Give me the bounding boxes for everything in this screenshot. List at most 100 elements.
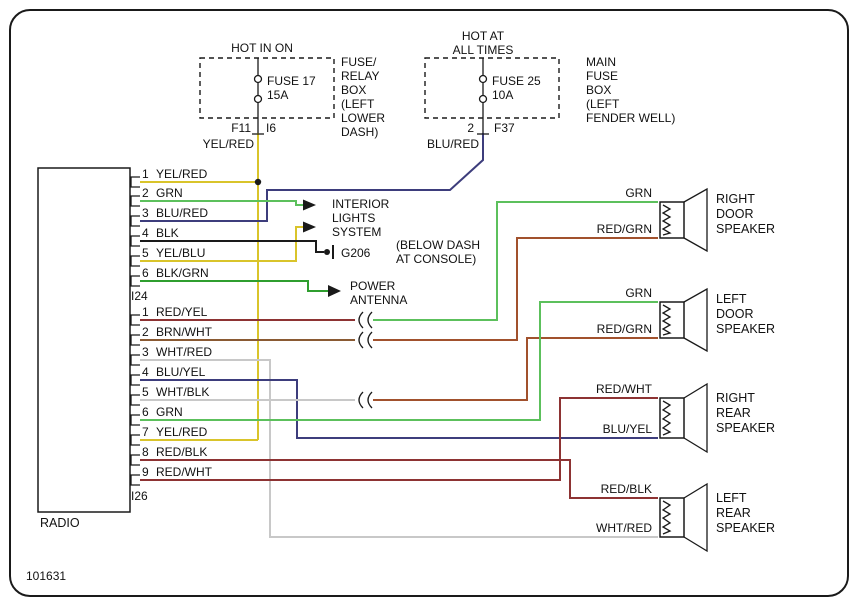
wire-color-label: BLU/RED xyxy=(427,137,479,151)
box-label-line: MAIN xyxy=(586,55,616,69)
fuse-name: FUSE 25 xyxy=(492,74,541,88)
speaker-name: DOOR xyxy=(716,307,754,321)
wire-ld-grn xyxy=(140,301,658,421)
svg-text:7: 7 xyxy=(142,425,149,439)
speaker-wire-label: RED/GRN xyxy=(597,322,652,336)
svg-text:BLK/GRN: BLK/GRN xyxy=(156,266,209,280)
svg-text:POWER: POWER xyxy=(350,279,396,293)
svg-text:SYSTEM: SYSTEM xyxy=(332,225,381,239)
svg-text:RED/BLK: RED/BLK xyxy=(156,445,207,459)
wire-blured-feed xyxy=(140,133,484,222)
hot-label: HOT AT xyxy=(462,29,505,43)
speaker-left-rear: RED/BLK WHT/RED LEFT REAR SPEAKER xyxy=(596,482,775,553)
inline-connector-icon xyxy=(358,331,373,349)
radio-pin: 1 RED/YEL xyxy=(130,305,208,326)
box-label-line: BOX xyxy=(586,83,611,97)
box-label-line: BOX xyxy=(341,83,366,97)
arrow-interior-2-icon xyxy=(303,221,316,233)
speaker-right-door: GRN RED/GRN RIGHT DOOR SPEAKER xyxy=(597,186,775,253)
svg-text:WHT/BLK: WHT/BLK xyxy=(156,385,209,399)
box-label-line: (LEFT xyxy=(341,97,375,111)
terminal-label: 2 xyxy=(467,121,474,135)
fuse-box-1: HOT IN ON FUSE 17 15A FUSE/ RELAY BOX (L… xyxy=(199,41,385,151)
speaker-coil-icon xyxy=(661,304,672,336)
box-label-line: FUSE/ xyxy=(341,55,377,69)
svg-text:6: 6 xyxy=(142,266,149,280)
svg-text:YEL/RED: YEL/RED xyxy=(156,425,208,439)
speaker-name: SPEAKER xyxy=(716,322,775,336)
speaker-name: REAR xyxy=(716,506,751,520)
svg-text:LIGHTS: LIGHTS xyxy=(332,211,375,225)
svg-text:9: 9 xyxy=(142,465,149,479)
ground-dot-icon xyxy=(324,249,330,255)
wire-blkgrn-antenna xyxy=(140,280,328,292)
speaker-name: SPEAKER xyxy=(716,222,775,236)
speaker-name: DOOR xyxy=(716,207,754,221)
box-label-line: FUSE xyxy=(586,69,618,83)
speaker-name: SPEAKER xyxy=(716,421,775,435)
speaker-coil-icon xyxy=(661,204,672,236)
arrow-antenna-icon xyxy=(328,285,341,297)
wire-ld-redgrn xyxy=(373,337,658,401)
svg-text:1: 1 xyxy=(142,305,149,319)
svg-text:1: 1 xyxy=(142,167,149,181)
svg-text:(BELOW DASH: (BELOW DASH xyxy=(396,238,480,252)
wire-color-label: YEL/RED xyxy=(203,137,255,151)
hot-label: HOT IN ON xyxy=(231,41,293,55)
speaker-cone-icon xyxy=(683,382,708,454)
radio-pin: 1 YEL/RED xyxy=(130,167,208,188)
svg-text:3: 3 xyxy=(142,345,149,359)
box-label-line: DASH) xyxy=(341,125,378,139)
svg-text:2: 2 xyxy=(142,325,149,339)
svg-text:AT CONSOLE): AT CONSOLE) xyxy=(396,252,476,266)
radio-pin: 7 YEL/RED xyxy=(130,425,208,446)
connector-id: I26 xyxy=(131,489,148,503)
wire-lr-redblk xyxy=(140,459,658,499)
hot-label: ALL TIMES xyxy=(453,43,514,57)
svg-text:BLU/RED: BLU/RED xyxy=(156,206,208,220)
box-label-line: LOWER xyxy=(341,111,385,125)
svg-text:3: 3 xyxy=(142,206,149,220)
speaker-right-rear: RED/WHT BLU/YEL RIGHT REAR SPEAKER xyxy=(596,382,775,454)
diagram-border xyxy=(9,9,849,597)
terminal-label: F11 xyxy=(231,121,251,135)
terminal-label: I6 xyxy=(266,121,276,135)
ground-id-label: G206 xyxy=(341,246,371,260)
svg-text:YEL/RED: YEL/RED xyxy=(156,167,208,181)
fuse-rating: 15A xyxy=(267,88,288,102)
interior-lights-label: INTERIOR LIGHTS SYSTEM xyxy=(332,197,390,239)
speaker-wire-label: WHT/RED xyxy=(596,521,652,535)
wire-yelblu-interior xyxy=(140,226,303,262)
fuse-rating: 10A xyxy=(492,88,513,102)
svg-text:INTERIOR: INTERIOR xyxy=(332,197,390,211)
svg-text:BLK: BLK xyxy=(156,226,179,240)
speaker-name: SPEAKER xyxy=(716,521,775,535)
speaker-cone-icon xyxy=(683,187,708,253)
svg-text:RED/YEL: RED/YEL xyxy=(156,305,208,319)
radio-box xyxy=(37,167,131,513)
speaker-wire-label: GRN xyxy=(625,286,652,300)
wire-grn-interior xyxy=(140,200,303,206)
svg-text:8: 8 xyxy=(142,445,149,459)
box-label-line: (LEFT xyxy=(586,97,620,111)
speaker-cone-icon xyxy=(683,482,708,553)
wire-rd-grn xyxy=(373,201,658,321)
wire-rd-redgrn xyxy=(373,237,658,341)
inline-connector-icon xyxy=(358,311,373,329)
box-label-line: RELAY xyxy=(341,69,379,83)
speaker-cone-icon xyxy=(683,287,708,353)
svg-text:5: 5 xyxy=(142,246,149,260)
radio-label: RADIO xyxy=(40,516,80,530)
speaker-name: LEFT xyxy=(716,292,747,306)
wire-rr-bluyel xyxy=(140,379,658,439)
speaker-name: REAR xyxy=(716,406,751,420)
